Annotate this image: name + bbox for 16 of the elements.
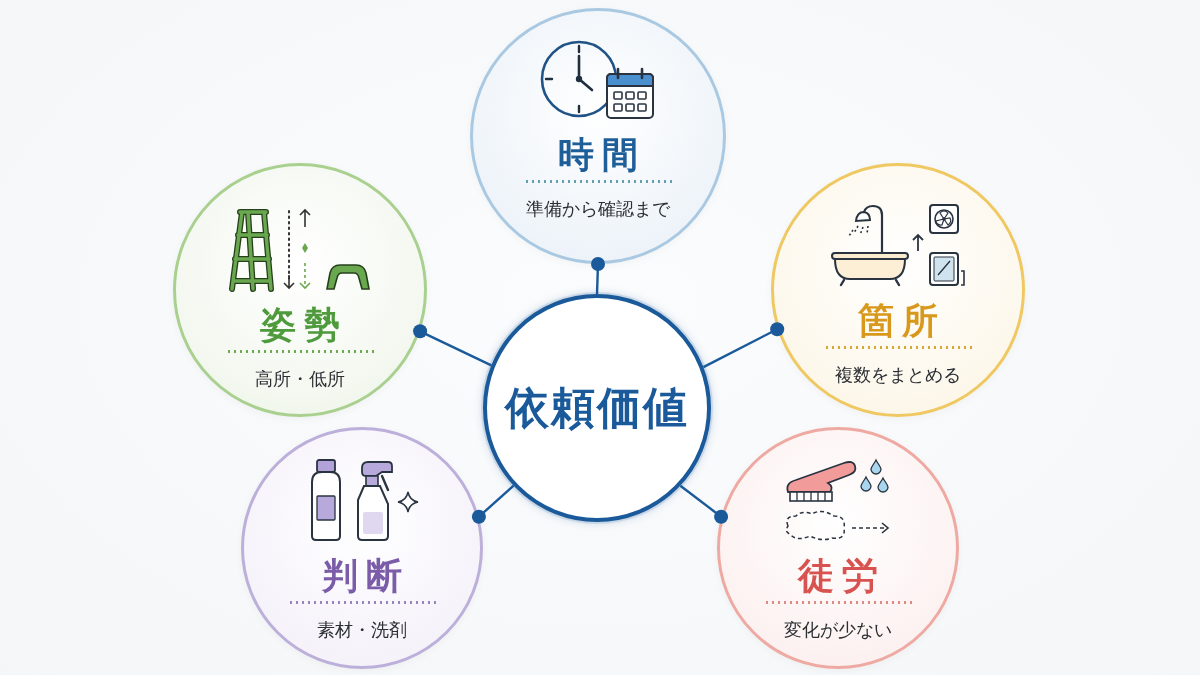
topic-title: 姿勢 xyxy=(259,305,348,345)
hub-title: 依頼価値 xyxy=(505,382,689,434)
topic-title: 時間 xyxy=(557,135,646,175)
topic-subtitle: 準備から確認まで xyxy=(526,197,670,221)
topic-title: 判断 xyxy=(321,556,410,596)
topic-title: 箇所 xyxy=(857,301,946,341)
connector-line xyxy=(591,257,605,295)
topic-subtitle: 素材・洗剤 xyxy=(317,618,407,642)
connector-line xyxy=(413,324,492,367)
topic-title: 徒労 xyxy=(796,556,886,596)
topic-subtitle: 変化が少ない xyxy=(784,618,892,642)
connector-line xyxy=(679,484,729,524)
connector-line xyxy=(471,484,515,524)
topic-subtitle: 高所・低所 xyxy=(255,367,345,391)
connector-line xyxy=(702,322,785,369)
topic-subtitle: 複数をまとめる xyxy=(835,363,961,387)
